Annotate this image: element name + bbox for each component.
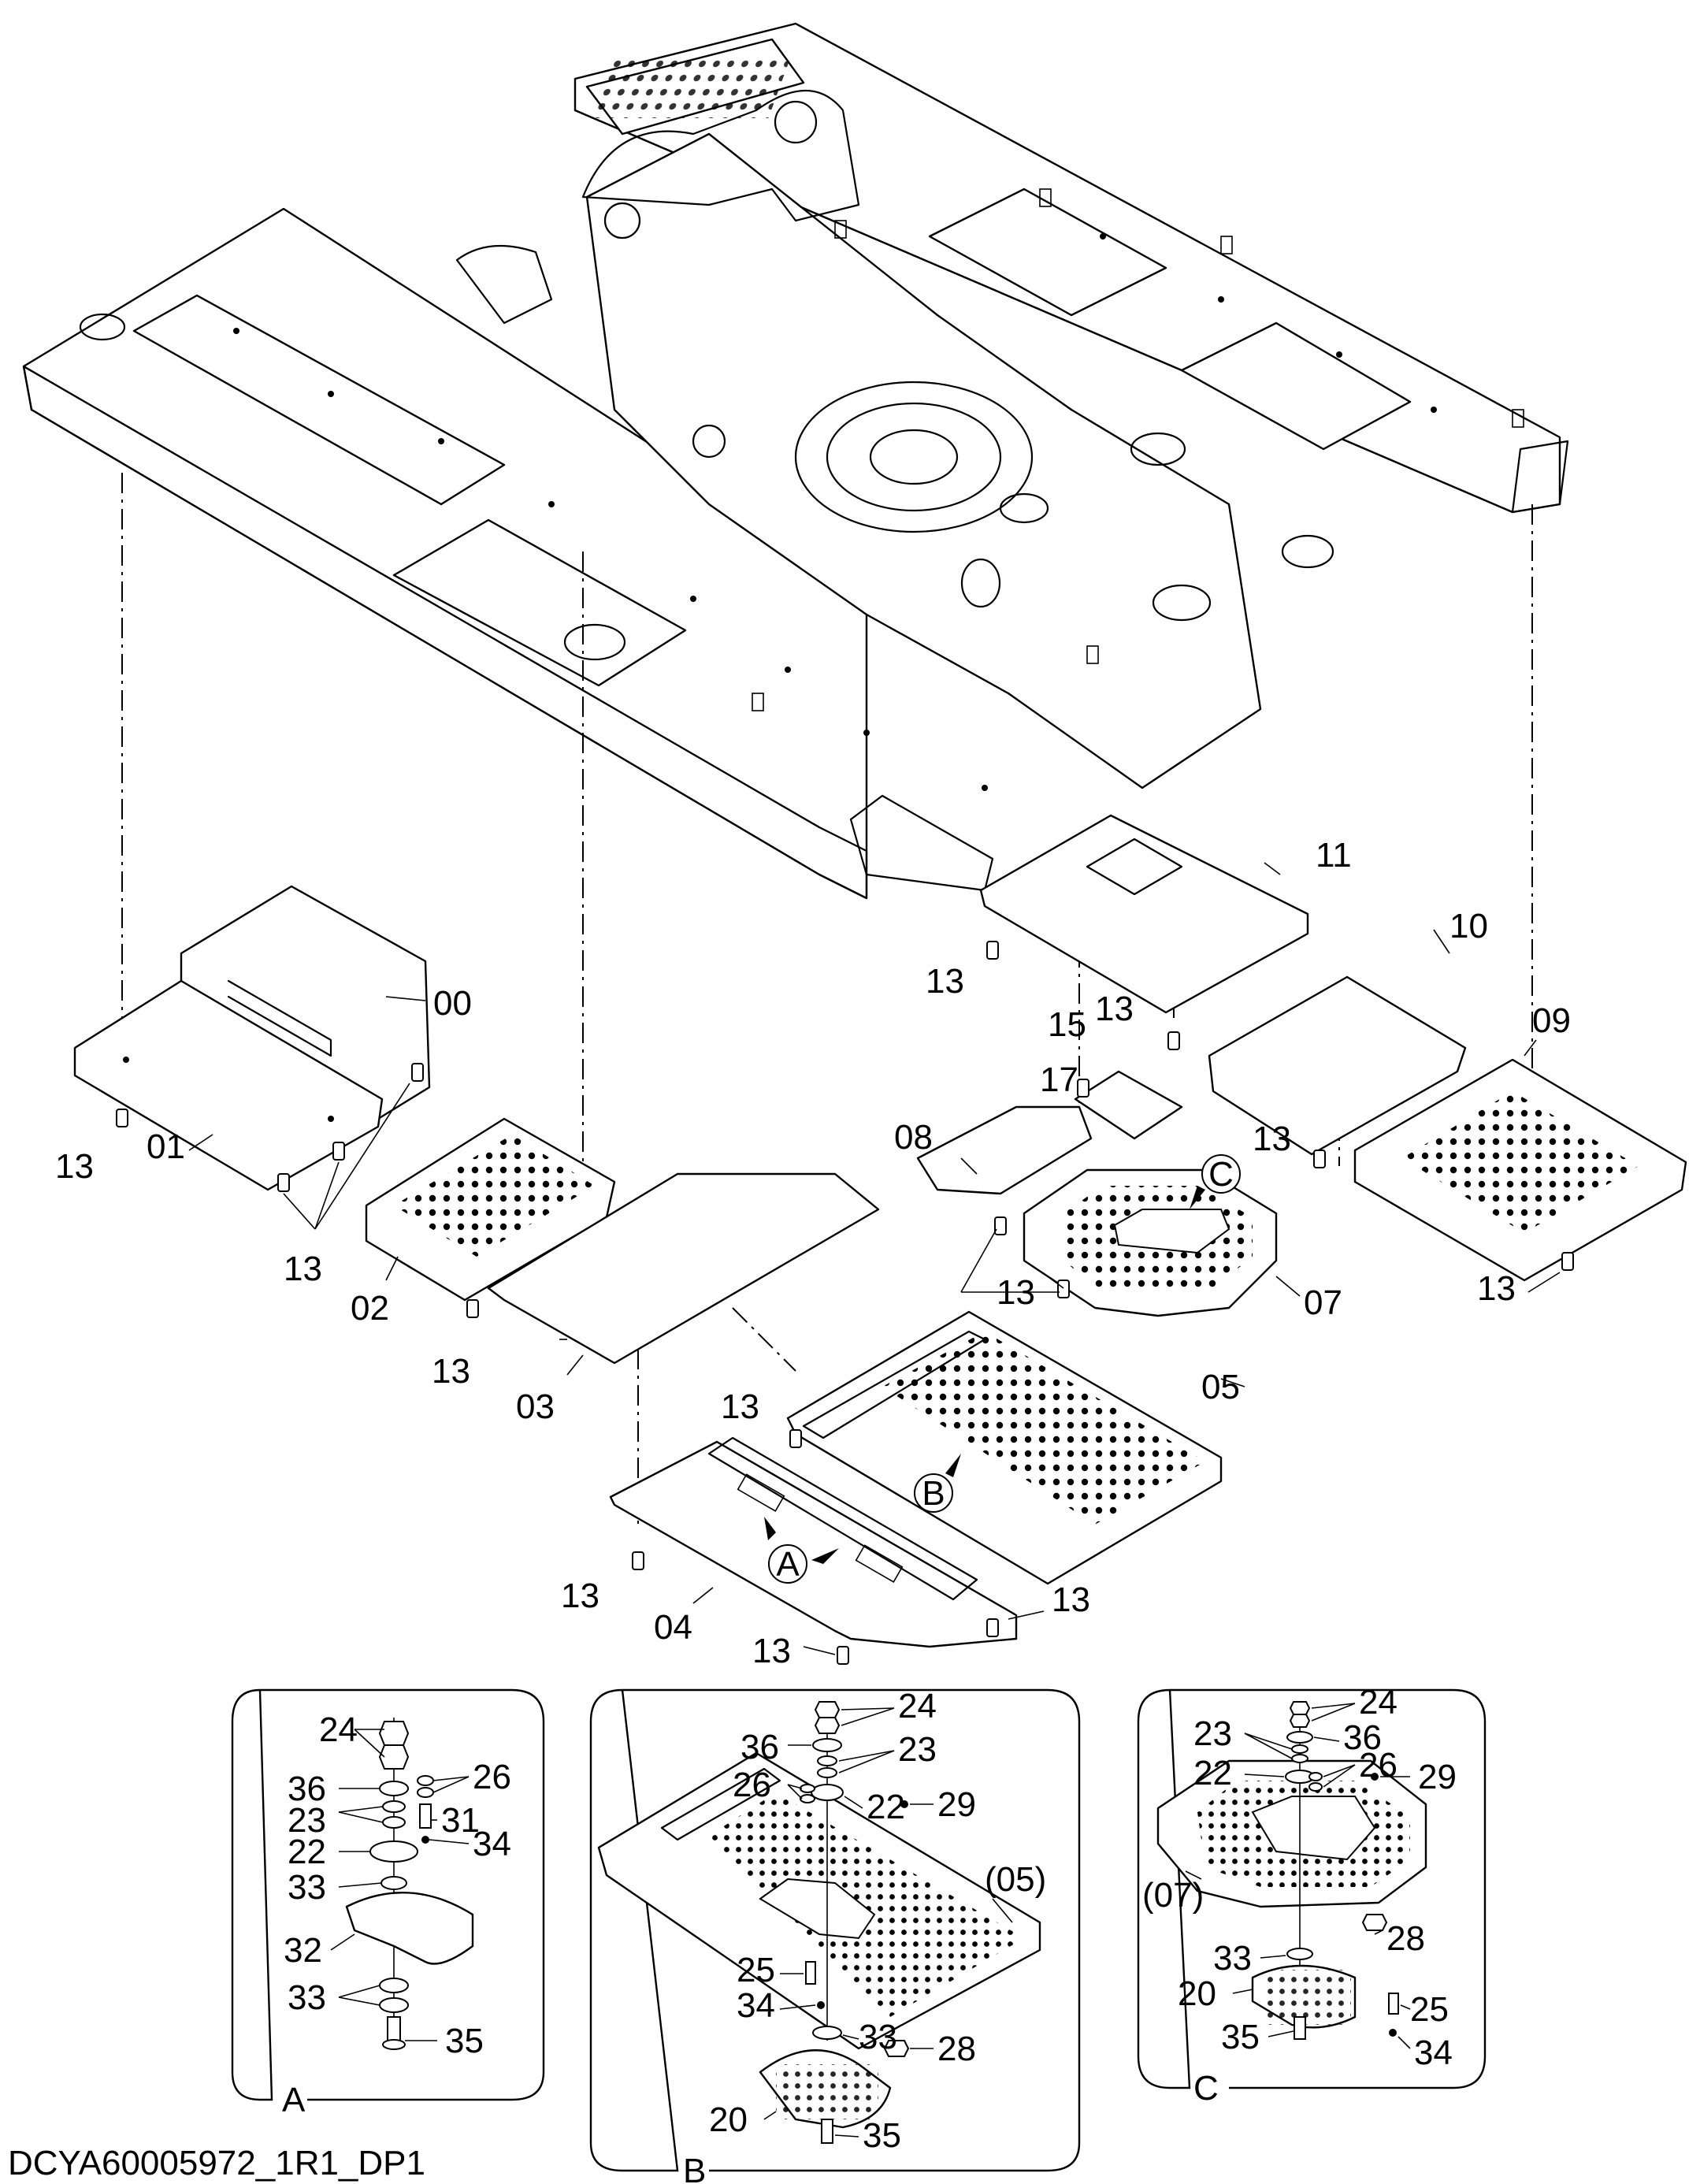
panel-03 — [487, 1172, 880, 1365]
panel-15 — [1074, 1070, 1183, 1140]
svg-text:31: 31 — [441, 1801, 480, 1840]
panel-08 — [916, 1105, 1093, 1195]
frame-details — [233, 188, 1524, 791]
svg-text:(07): (07) — [1142, 1876, 1204, 1915]
panel-10 — [1208, 975, 1467, 1156]
part-labels: 00 01 02 03 04 05 07 08 09 10 11 15 17 1… — [55, 836, 1571, 1670]
bolts — [116, 941, 1574, 1665]
svg-text:C: C — [1208, 1155, 1234, 1194]
svg-text:13: 13 — [752, 1632, 791, 1670]
svg-text:32: 32 — [284, 1931, 322, 1970]
svg-text:35: 35 — [1221, 2018, 1260, 2056]
svg-text:35: 35 — [863, 2116, 901, 2155]
svg-text:29: 29 — [937, 1785, 976, 1824]
svg-text:25: 25 — [1410, 1990, 1449, 2029]
svg-text:09: 09 — [1532, 1001, 1571, 1040]
detail-c: C 24 23 — [1137, 1683, 1487, 2108]
svg-text:11: 11 — [1316, 836, 1352, 875]
svg-text:28: 28 — [937, 2030, 976, 2068]
svg-text:33: 33 — [859, 2018, 897, 2056]
svg-text:23: 23 — [1193, 1714, 1232, 1753]
diagram-id: DCYA60005972_1R1_DP1 — [8, 2144, 425, 2182]
svg-text:15: 15 — [1048, 1005, 1086, 1044]
svg-text:(05): (05) — [985, 1860, 1046, 1899]
svg-text:33: 33 — [288, 1978, 326, 2017]
svg-text:36: 36 — [1343, 1718, 1382, 1757]
svg-text:26: 26 — [1359, 1746, 1397, 1785]
svg-text:34: 34 — [1414, 2034, 1453, 2072]
svg-text:20: 20 — [709, 2100, 748, 2139]
svg-text:08: 08 — [894, 1118, 933, 1157]
svg-text:10: 10 — [1449, 907, 1488, 945]
svg-text:22: 22 — [1193, 1754, 1232, 1792]
detail-a: A 24 36 23 26 — [231, 1688, 545, 2119]
svg-text:13: 13 — [284, 1250, 322, 1288]
svg-text:22: 22 — [867, 1788, 905, 1826]
svg-text:00: 00 — [433, 984, 472, 1023]
svg-text:B: B — [922, 1474, 945, 1513]
svg-text:13: 13 — [1052, 1580, 1090, 1619]
detail-marker-a: A — [764, 1517, 839, 1584]
svg-text:13: 13 — [1477, 1269, 1516, 1308]
svg-text:26: 26 — [733, 1766, 771, 1804]
panel-07 — [1023, 1168, 1278, 1317]
svg-text:13: 13 — [1095, 990, 1134, 1028]
panel-04 — [609, 1436, 1018, 1648]
panel-09 — [1353, 1058, 1687, 1282]
svg-text:13: 13 — [432, 1352, 470, 1391]
svg-text:05: 05 — [1201, 1368, 1240, 1406]
svg-text:35: 35 — [445, 2022, 484, 2060]
svg-text:26: 26 — [473, 1758, 511, 1796]
svg-text:13: 13 — [926, 962, 964, 1001]
svg-text:36: 36 — [288, 1770, 326, 1808]
svg-text:33: 33 — [1213, 1939, 1252, 1978]
svg-text:07: 07 — [1304, 1283, 1342, 1322]
detail-marker-c: C — [1190, 1154, 1241, 1209]
svg-text:24: 24 — [898, 1687, 937, 1725]
svg-text:C: C — [1193, 2069, 1219, 2108]
leader-lines — [188, 862, 1561, 1655]
svg-text:22: 22 — [288, 1833, 326, 1871]
panel-01 — [73, 979, 384, 1191]
svg-text:36: 36 — [741, 1728, 779, 1766]
svg-text:20: 20 — [1178, 1974, 1216, 2013]
panel-11 — [979, 814, 1309, 1014]
svg-text:A: A — [776, 1545, 800, 1584]
svg-text:25: 25 — [737, 1951, 775, 1989]
detail-b: B 24 — [589, 1687, 1081, 2184]
upper-frame — [22, 22, 1569, 900]
svg-text:33: 33 — [288, 1868, 326, 1907]
svg-text:34: 34 — [473, 1825, 511, 1863]
svg-text:13: 13 — [1253, 1120, 1291, 1158]
detail-marker-b: B — [914, 1454, 961, 1513]
svg-text:A: A — [282, 2081, 306, 2119]
svg-text:23: 23 — [898, 1730, 937, 1769]
svg-text:13: 13 — [55, 1147, 94, 1186]
svg-text:24: 24 — [319, 1710, 358, 1749]
svg-text:23: 23 — [288, 1801, 326, 1840]
svg-text:13: 13 — [721, 1387, 759, 1426]
svg-text:01: 01 — [147, 1127, 185, 1166]
svg-text:13: 13 — [997, 1273, 1035, 1312]
svg-text:28: 28 — [1386, 1919, 1425, 1958]
svg-text:34: 34 — [737, 1986, 775, 2025]
svg-text:29: 29 — [1418, 1758, 1457, 1796]
svg-text:04: 04 — [654, 1608, 692, 1647]
svg-text:24: 24 — [1359, 1683, 1397, 1722]
svg-text:B: B — [683, 2152, 706, 2184]
svg-text:17: 17 — [1040, 1060, 1078, 1099]
svg-text:13: 13 — [561, 1577, 599, 1615]
svg-text:03: 03 — [516, 1387, 555, 1426]
svg-text:02: 02 — [351, 1289, 389, 1328]
